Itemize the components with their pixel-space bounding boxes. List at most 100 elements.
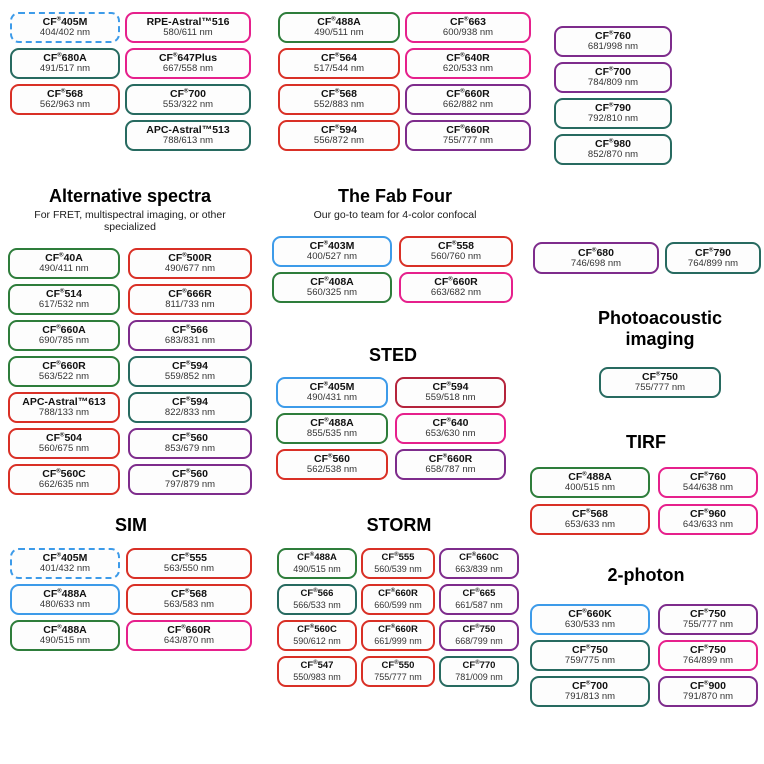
dye-name: CF®488A: [310, 417, 354, 429]
dye-name: CF®547: [300, 659, 334, 671]
dye-range: 556/872 nm: [313, 135, 365, 147]
dye-range: 643/870 nm: [163, 635, 215, 647]
section-title: STED: [368, 345, 417, 365]
dye-range: 491/517 nm: [39, 63, 91, 75]
dye-range: 559/852 nm: [164, 371, 216, 383]
dye-name: CF®560: [172, 432, 208, 444]
dye-name: CF®560: [314, 453, 350, 465]
dye-range: 668/799 nm: [455, 635, 503, 646]
section-fab-four: The Fab Four Our go-to team for 4-color …: [272, 186, 518, 303]
dye-range: 490/515 nm: [39, 635, 91, 647]
dye-range: 566/533 nm: [293, 599, 341, 610]
dye-range: 490/515 nm: [293, 563, 341, 574]
dye-range: 755/777 nm: [634, 382, 686, 394]
dye-range: 480/633 nm: [39, 599, 91, 611]
dye-name: CF®500R: [168, 252, 212, 264]
dye-name: CF®568: [171, 588, 207, 600]
dye-name: CF®760: [595, 30, 631, 42]
dye-name: CF®980: [595, 138, 631, 150]
dye-name: CF®555: [171, 552, 207, 564]
dye-range: 792/810 nm: [587, 113, 639, 125]
dye-range: 560/325 nm: [306, 287, 358, 299]
dye-range: 490/411 nm: [39, 263, 89, 275]
dye-range: 746/698 nm: [570, 257, 622, 269]
dye-name: CF®555: [381, 551, 415, 563]
dye-name: CF®750: [642, 371, 678, 383]
dye-range: 562/538 nm: [306, 464, 358, 476]
dye-name: CF®564: [321, 52, 357, 64]
dye-name: CF®560C: [297, 623, 337, 635]
section-title: STORM: [366, 515, 432, 535]
section-title: Photoacoustic imaging: [597, 308, 722, 349]
dye-range: 788/613 nm: [162, 135, 214, 147]
dye-name: CF®660R: [378, 587, 418, 599]
dye-range: 400/515 nm: [564, 482, 616, 494]
dye-range: 562/963 nm: [39, 99, 91, 111]
section-title: The Fab Four: [338, 186, 452, 206]
dye-name: CF®408A: [310, 276, 354, 288]
dye-range: 759/775 nm: [564, 655, 616, 667]
dye-name: CF®488A: [297, 551, 337, 563]
dye-range: 852/870 nm: [587, 149, 639, 161]
dye-name: CF®660R: [378, 623, 418, 635]
dye-range: 660/599 nm: [374, 599, 422, 610]
dye-range: 855/535 nm: [306, 428, 358, 440]
dye-range: 667/558 nm: [162, 63, 214, 75]
dye-name: CF®594: [172, 396, 208, 408]
dye-range: 853/679 nm: [164, 443, 216, 455]
dye-range: 553/322 nm: [162, 99, 214, 111]
dye-name: CF®680: [578, 246, 614, 259]
dye-name: CF®566: [300, 587, 334, 599]
dye-name: CF®550: [381, 659, 415, 671]
section-subtitle: Our go-to team for 4-color confocal: [313, 209, 477, 221]
dye-name: CF®640R: [446, 52, 490, 64]
dye-name: CF®750: [462, 623, 496, 635]
dye-name: CF®665: [462, 587, 496, 599]
dye-range: 663/839 nm: [455, 563, 503, 574]
dye-range: 683/831 nm: [164, 335, 216, 347]
dye-name: CF®488A: [568, 471, 612, 483]
section-subtitle: For FRET, multispectral imaging, or othe…: [34, 209, 226, 233]
dye-name: CF®566: [172, 324, 208, 336]
dye-name: CF®403M: [309, 240, 355, 252]
dye-name: CF®488A: [43, 588, 87, 600]
dye-range: 617/532 nm: [38, 299, 90, 311]
dye-range: 788/133 nm: [38, 407, 90, 419]
dye-range: 797/879 nm: [164, 479, 216, 491]
